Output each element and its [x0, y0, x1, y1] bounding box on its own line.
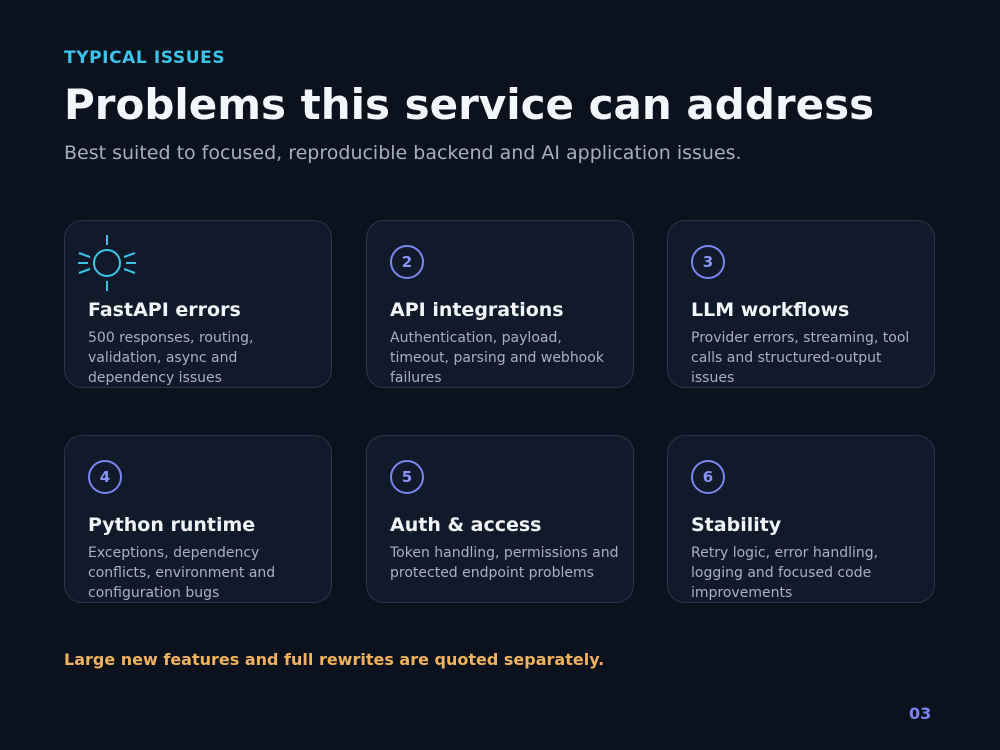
eyebrow-label: TYPICAL ISSUES [64, 48, 226, 68]
sun-icon [78, 235, 136, 291]
footnote: Large new features and full rewrites are… [64, 650, 605, 669]
number-badge: 6 [691, 460, 725, 494]
card-stability: 6 Stability Retry logic, error handling,… [667, 435, 935, 603]
page-title: Problems this service can address [64, 80, 875, 129]
card-fastapi-errors: FastAPI errors 500 responses, routing, v… [64, 220, 332, 388]
card-title: API integrations [390, 299, 564, 321]
page-number: 03 [909, 704, 932, 723]
card-description: 500 responses, routing, validation, asyn… [88, 330, 254, 386]
card-description: Provider errors, streaming, tool calls a… [691, 330, 910, 386]
number-badge: 5 [390, 460, 424, 494]
card-title: FastAPI errors [88, 299, 241, 321]
card-description: Authentication, payload, timeout, parsin… [390, 330, 604, 386]
number-badge: 4 [88, 460, 122, 494]
card-api-integrations: 2 API integrations Authentication, paylo… [366, 220, 634, 388]
card-auth-access: 5 Auth & access Token handling, permissi… [366, 435, 634, 603]
number-badge: 2 [390, 245, 424, 279]
page-subtitle: Best suited to focused, reproducible bac… [64, 142, 742, 164]
card-python-runtime: 4 Python runtime Exceptions, dependency … [64, 435, 332, 603]
card-title: Stability [691, 514, 782, 536]
card-description: Token handling, permissions and protecte… [390, 545, 619, 581]
number-badge: 3 [691, 245, 725, 279]
card-llm-workflows: 3 LLM workflows Provider errors, streami… [667, 220, 935, 388]
card-description: Retry logic, error handling, logging and… [691, 545, 879, 601]
card-title: LLM workflows [691, 299, 850, 321]
card-description: Exceptions, dependency conflicts, enviro… [88, 545, 276, 601]
card-title: Python runtime [88, 514, 256, 536]
card-title: Auth & access [390, 514, 542, 536]
